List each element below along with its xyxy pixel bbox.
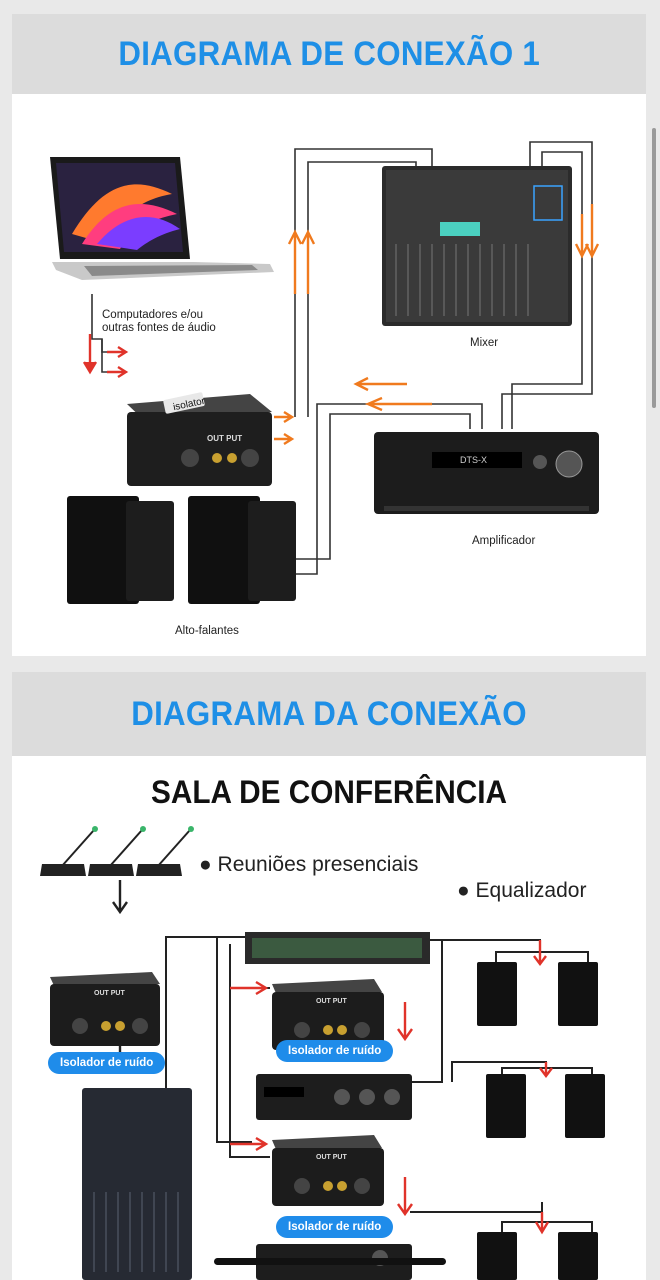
- isolator-top-output-label: OUT PUT: [316, 998, 347, 1005]
- mixer-icon: [382, 166, 572, 326]
- bullet-equalizer: ● Equalizador: [457, 879, 586, 903]
- noise-isolator-left-icon: [50, 972, 160, 1046]
- laptop-icon: [50, 157, 274, 280]
- conference-mixer-icon: [82, 1088, 192, 1280]
- mixer-label: Mixer: [470, 337, 499, 349]
- isolator-bottom-output-label: OUT PUT: [316, 1154, 347, 1161]
- signal-arrows: [82, 204, 600, 446]
- conference-speakers-icon: [477, 962, 605, 1280]
- noise-isolator-top-icon: [272, 979, 384, 1050]
- card-header-2: DIAGRAMA DA CONEXÃO: [12, 672, 646, 756]
- isolator-label-top: Isolador de ruído: [276, 1040, 394, 1062]
- conference-room-title: SALA DE CONFERÊNCIA: [150, 774, 508, 810]
- bullet-equalizer-text: Equalizador: [475, 879, 587, 902]
- computer-label-line-2: outras fontes de áudio: [102, 322, 216, 334]
- noise-isolator-bottom-icon: [272, 1135, 384, 1206]
- diagram-title-2: DIAGRAMA DA CONEXÃO: [131, 694, 527, 733]
- computer-label: Computadores e/ou outras fontes de áudio: [102, 309, 216, 335]
- amplifier-label: Amplificador: [472, 535, 536, 547]
- bullet-dot-icon: ●: [457, 879, 476, 902]
- isolator-left-output-label: OUT PUT: [94, 990, 125, 997]
- conference-diagram: [40, 826, 605, 1280]
- equalizer-icon: [245, 932, 430, 964]
- speakers-icon: [67, 496, 296, 604]
- speakers-label: Alto-falantes: [175, 625, 239, 637]
- amplifier-display-label: DTS-X: [460, 455, 487, 465]
- computer-label-line-1: Computadores e/ou: [102, 309, 204, 321]
- bullet-meetings-text: Reuniões presenciais: [217, 853, 419, 876]
- bullet-meetings: ● Reuniões presenciais: [199, 853, 418, 877]
- bullet-dot-icon: ●: [199, 853, 218, 876]
- conference-microphones-icon: [40, 826, 194, 876]
- isolator-label-bottom: Isolador de ruído: [276, 1216, 394, 1238]
- connection-diagram-1: [50, 141, 600, 604]
- amplifier-icon: [374, 432, 599, 514]
- diagram-title-1: DIAGRAMA DE CONEXÃO 1: [118, 34, 540, 73]
- isolator-label-left: Isolador de ruído: [48, 1052, 166, 1074]
- noise-isolator-icon: [127, 392, 272, 486]
- scrollbar-thumb[interactable]: [652, 128, 656, 408]
- home-indicator[interactable]: [214, 1258, 446, 1265]
- isolator-output-label: OUT PUT: [207, 434, 243, 443]
- conference-amplifier-icon: [256, 1074, 412, 1120]
- diagram-card-1: DIAGRAMA DE CONEXÃO 1: [12, 14, 646, 656]
- diagram-card-2: DIAGRAMA DA CONEXÃO SALA DE CONFERÊNCIA …: [12, 672, 646, 1280]
- card-header-1: DIAGRAMA DE CONEXÃO 1: [12, 14, 646, 94]
